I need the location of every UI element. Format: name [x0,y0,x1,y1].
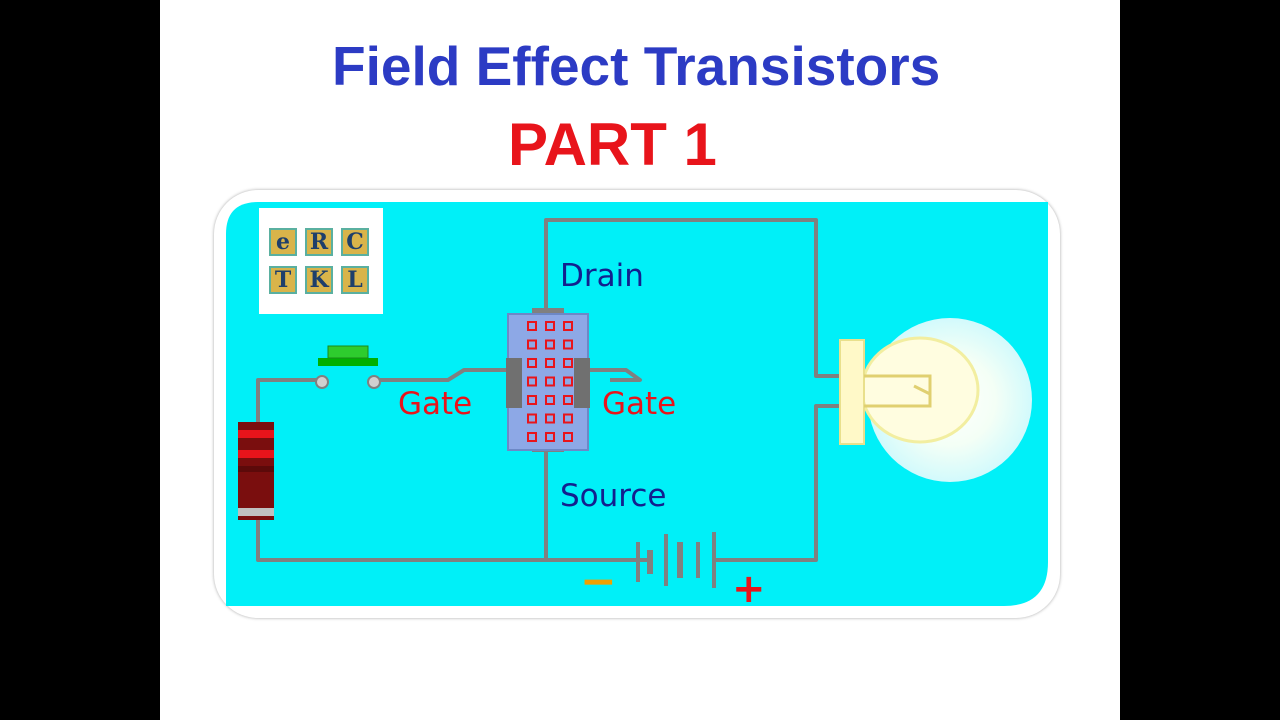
switch-contact-right [367,375,381,389]
source-label: Source [560,478,666,514]
charge-dot-10 [527,376,537,387]
wire-drain-top [544,218,842,378]
charge-dot-8 [545,358,555,368]
wires [256,218,842,562]
bulb-filament [864,374,932,408]
ercktl-logo: e R C T K L [259,208,383,314]
charge-dot-17 [545,413,555,424]
battery-plus-sign: + [732,566,766,612]
gate-label-right: Gate [602,386,676,422]
resistor-band-3 [238,466,274,472]
wire-lamp-return [716,404,842,562]
charge-dot-2 [545,321,555,331]
logo-tile-2: R [305,228,333,256]
charge-dot-13 [527,395,537,405]
wire-switch-gate [378,368,506,382]
charge-dot-12 [563,376,573,387]
switch-contact-left [315,375,329,389]
wire-resistor-top [256,378,318,422]
bulb-base [839,339,865,445]
resistor-band-1 [238,430,274,438]
wire-left-loop [256,520,546,562]
charge-dot-7 [527,358,537,368]
gate-plate-left [506,358,522,408]
resistor-band-2 [238,450,274,458]
charge-dot-16 [527,413,537,424]
light-bulb [839,318,1032,482]
charge-dot-5 [545,339,555,350]
battery [636,532,716,588]
fet-transistor [506,308,590,452]
bulb-filament-tip [913,384,931,396]
charge-carriers [527,321,573,442]
page-subtitle: PART 1 [508,111,717,178]
charge-dot-4 [527,339,537,350]
charge-dot-1 [527,321,537,331]
charge-dot-11 [545,376,555,387]
charge-dot-6 [563,339,573,350]
resistor [238,422,274,520]
logo-tile-4: T [269,266,297,294]
charge-dot-18 [563,413,573,424]
charge-dot-3 [563,321,573,331]
drain-label: Drain [560,258,644,294]
charge-dot-15 [563,395,573,405]
switch-base [318,358,378,366]
page-title: Field Effect Transistors [332,35,941,97]
charge-dot-21 [563,432,573,442]
gate-plate-right [574,358,590,408]
logo-tile-6: L [341,266,369,294]
resistor-band-4 [238,508,274,516]
charge-dot-14 [545,395,555,405]
charge-dot-19 [527,432,537,442]
logo-tile-3: C [341,228,369,256]
charge-dot-20 [545,432,555,442]
circuit-svg: Drain Source Gate Gate − + [226,202,1048,612]
diagram-background [226,202,1048,606]
logo-tile-5: K [305,266,333,294]
wire-gate-right [590,368,642,382]
battery-minus-sign: − [580,556,617,607]
switch-cap [327,345,369,359]
push-button-switch [315,345,381,389]
charge-dot-9 [563,358,573,368]
logo-tile-1: e [269,228,297,256]
gate-label-left: Gate [398,386,472,422]
